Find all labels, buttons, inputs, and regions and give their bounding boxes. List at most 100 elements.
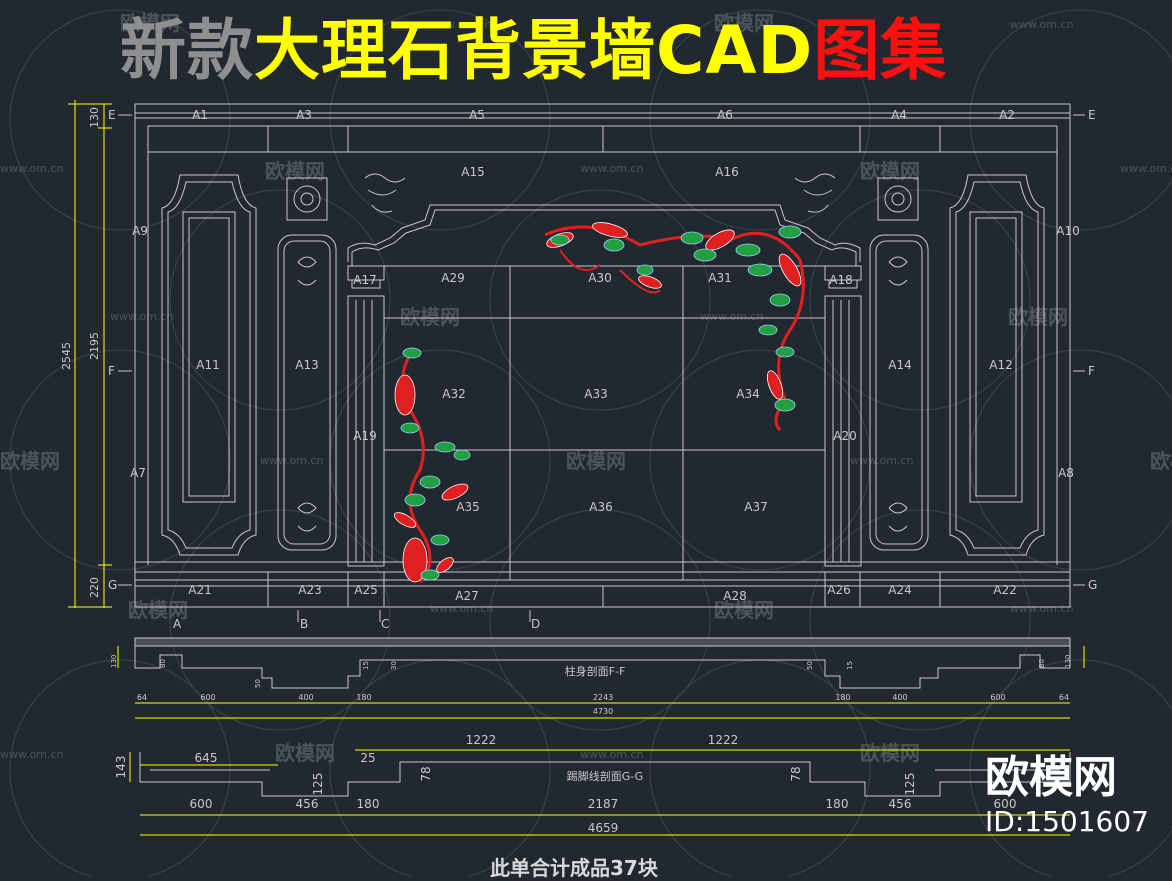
- panel-label-a1: A1: [192, 108, 208, 122]
- panel-label-a35: A35: [456, 500, 479, 514]
- panel-label-a30: A30: [588, 271, 611, 285]
- panel-label-a16: A16: [715, 165, 738, 179]
- panel-label-a32: A32: [442, 387, 465, 401]
- svg-text:125: 125: [903, 773, 917, 796]
- svg-text:www.om.cn: www.om.cn: [580, 748, 643, 761]
- svg-text:25: 25: [360, 751, 375, 765]
- svg-text:400: 400: [892, 693, 907, 702]
- svg-text:欧模网: 欧模网: [860, 741, 920, 765]
- column-mark-c: C: [381, 617, 389, 631]
- column-mark-a: A: [173, 617, 182, 631]
- panel-label-a20: A20: [833, 429, 856, 443]
- panel-label-a28: A28: [723, 589, 746, 603]
- panel-label-a34: A34: [736, 387, 759, 401]
- panel-label-a11: A11: [196, 358, 219, 372]
- section-ff: [134, 637, 1071, 689]
- section-ff-small-labels: 130 80 50 15 30 50 15 80 130: [110, 655, 1072, 688]
- svg-text:64: 64: [137, 693, 147, 702]
- svg-text:15: 15: [362, 661, 370, 670]
- panel-label-a10: A10: [1056, 224, 1079, 238]
- brand-id: ID:1501607: [985, 805, 1149, 838]
- title-part-red: 图集: [813, 12, 948, 89]
- panel-label-a7: A7: [130, 466, 146, 480]
- section-gg-dims: [129, 749, 1070, 836]
- svg-text:欧模网: 欧模网: [714, 598, 774, 622]
- section-ff-dim-labels: 64 600 400 180 2243 180 400 600 64 4730: [137, 693, 1069, 716]
- panel-label-a37: A37: [744, 500, 767, 514]
- svg-text:180: 180: [835, 693, 850, 702]
- dim-height-middle: 2195: [88, 332, 101, 360]
- svg-text:www.om.cn: www.om.cn: [1010, 602, 1073, 615]
- section-gg-dim-labels: 645 25 1222 1222 143 125 78 78 125 600 4…: [114, 733, 1016, 835]
- panel-label-a27: A27: [455, 589, 478, 603]
- svg-text:130: 130: [1064, 655, 1072, 668]
- svg-text:456: 456: [296, 797, 319, 811]
- section-mark-e-right: E: [1088, 108, 1096, 122]
- svg-text:欧模网: 欧模网: [860, 159, 920, 183]
- svg-text:www.om.cn: www.om.cn: [0, 162, 63, 175]
- svg-text:www.om.cn: www.om.cn: [430, 602, 493, 615]
- svg-text:www.om.cn: www.om.cn: [0, 748, 63, 761]
- panel-labels: A1 A2 A3 A4 A5 A6 A7 A8 A9 A10 A11 A12 A…: [130, 108, 1080, 603]
- drawing-title: 新款大理石背景墙CAD图集: [120, 18, 947, 84]
- section-marks: E E F F G G A B C D: [108, 108, 1097, 631]
- panel-label-a9: A9: [132, 224, 148, 238]
- section-mark-g-left: G: [108, 578, 117, 592]
- section-mark-g-right: G: [1088, 578, 1097, 592]
- svg-text:1222: 1222: [466, 733, 497, 747]
- panel-label-a13: A13: [295, 358, 318, 372]
- section-mark-f-right: F: [1088, 364, 1095, 378]
- dim-height-bottom: 220: [88, 577, 101, 598]
- svg-text:64: 64: [1059, 693, 1069, 702]
- svg-text:600: 600: [990, 693, 1005, 702]
- panel-label-a31: A31: [708, 271, 731, 285]
- svg-text:80: 80: [1038, 659, 1046, 668]
- svg-text:600: 600: [190, 797, 213, 811]
- svg-text:www.om.cn: www.om.cn: [700, 310, 763, 323]
- svg-text:130: 130: [110, 655, 118, 668]
- panel-label-a18: A18: [829, 273, 852, 287]
- svg-text:400: 400: [298, 693, 313, 702]
- svg-text:www.om.cn: www.om.cn: [850, 454, 913, 467]
- footer-note: 此单合计成品37块: [490, 856, 658, 880]
- section-gg-label: 踢脚线剖面G-G: [567, 769, 643, 783]
- height-dimension-labels: 2545 2195 130 220: [60, 107, 101, 598]
- panel-label-a21: A21: [188, 583, 211, 597]
- height-dimensions: [68, 100, 112, 608]
- svg-text:600: 600: [200, 693, 215, 702]
- panel-label-a2: A2: [999, 108, 1015, 122]
- svg-text:4659: 4659: [588, 821, 619, 835]
- flower-decoration-left: [393, 347, 471, 584]
- section-mark-e-left: E: [108, 108, 116, 122]
- section-ff-label: 柱身剖面F-F: [565, 664, 626, 678]
- panel-label-a6: A6: [717, 108, 733, 122]
- panel-label-a4: A4: [891, 108, 907, 122]
- svg-text:645: 645: [195, 751, 218, 765]
- panel-label-a12: A12: [989, 358, 1012, 372]
- panel-label-a24: A24: [888, 583, 911, 597]
- watermark-urls: www.om.cn www.om.cn www.om.cn www.om.cn …: [0, 18, 1172, 761]
- watermark-texts: 欧模网 欧模网 欧模网 欧模网 欧模网 欧模网 欧模网 欧模网 欧模网 欧模网 …: [0, 11, 1172, 765]
- svg-text:欧模网: 欧模网: [128, 598, 188, 622]
- panel-label-a3: A3: [296, 108, 312, 122]
- svg-text:80: 80: [159, 659, 167, 668]
- dim-height-top: 130: [88, 107, 101, 128]
- panel-label-a22: A22: [993, 583, 1016, 597]
- svg-text:456: 456: [889, 797, 912, 811]
- section-ticks: [118, 114, 1085, 586]
- svg-text:1222: 1222: [708, 733, 739, 747]
- svg-text:180: 180: [357, 797, 380, 811]
- svg-text:4730: 4730: [593, 707, 613, 716]
- panel-label-a17: A17: [353, 273, 376, 287]
- svg-text:78: 78: [789, 766, 803, 781]
- section-gg: [139, 752, 1071, 797]
- dim-height-total: 2545: [60, 342, 73, 370]
- svg-text:欧模网: 欧模网: [265, 159, 325, 183]
- panel-label-a23: A23: [298, 583, 321, 597]
- title-part-gray: 新款: [120, 12, 254, 89]
- svg-text:欧模网: 欧模网: [400, 305, 460, 329]
- svg-text:欧模网: 欧模网: [275, 741, 335, 765]
- svg-text:欧模网: 欧模网: [0, 449, 60, 473]
